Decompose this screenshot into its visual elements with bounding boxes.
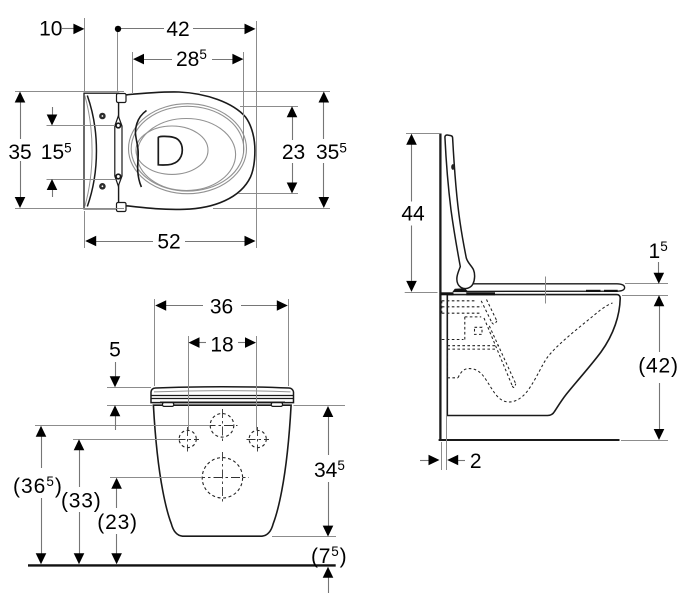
svg-text:155: 155 (41, 140, 72, 164)
svg-text:52: 52 (157, 231, 180, 254)
svg-text:(365): (365) (13, 474, 63, 498)
svg-text:42: 42 (166, 18, 189, 41)
svg-text:2: 2 (470, 450, 482, 473)
svg-text:35: 35 (8, 141, 31, 164)
svg-text:(75): (75) (311, 544, 347, 568)
svg-text:355: 355 (316, 140, 347, 164)
svg-text:23: 23 (282, 141, 305, 164)
svg-text:(42): (42) (638, 355, 679, 378)
svg-text:(23): (23) (97, 511, 138, 534)
svg-text:18: 18 (210, 333, 233, 356)
svg-text:44: 44 (401, 203, 425, 226)
svg-text:285: 285 (176, 47, 207, 71)
svg-text:(33): (33) (61, 490, 102, 513)
svg-text:36: 36 (210, 295, 233, 318)
svg-text:345: 345 (314, 458, 345, 482)
svg-text:10: 10 (39, 18, 62, 41)
svg-text:5: 5 (109, 338, 121, 361)
